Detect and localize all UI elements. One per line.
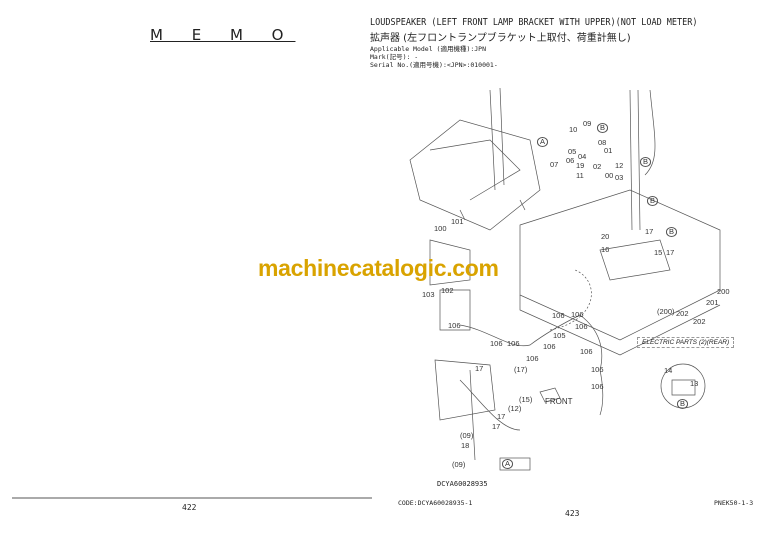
callout-B: B xyxy=(666,227,678,237)
callout-106: 106 xyxy=(448,321,461,330)
callout-A: A xyxy=(502,459,514,469)
callout-00: 00 xyxy=(605,171,614,180)
callout-05: 05 xyxy=(568,147,577,156)
serial-no: Serial No.(適用号機):<JPN>:010001- xyxy=(370,61,498,69)
part-title-jp: 拡声器 (左フロントランプブラケット上取付、荷重計無し) xyxy=(370,33,631,44)
callout-200: 200 xyxy=(717,287,730,296)
callout-106: 106 xyxy=(543,342,556,351)
callout-105: 105 xyxy=(553,331,566,340)
drawing-id: DCYA60028935 xyxy=(437,480,488,488)
callout-106: 106 xyxy=(571,310,584,319)
callout-01: 01 xyxy=(604,146,613,155)
callout-106: 106 xyxy=(575,322,588,331)
callout-202: 202 xyxy=(693,317,706,326)
callout-17: 17 xyxy=(475,364,484,373)
callout-17: 17 xyxy=(497,412,506,421)
memo-title: M E M O xyxy=(150,26,296,44)
callout-19: 19 xyxy=(576,161,585,170)
callout-201: 201 xyxy=(706,298,719,307)
callout-106: 106 xyxy=(526,354,539,363)
callout-03: 03 xyxy=(615,173,624,182)
callout-09: (09) xyxy=(452,460,466,469)
callout-B: B xyxy=(597,123,609,133)
callout-12: 12 xyxy=(615,161,624,170)
callout-18: 18 xyxy=(461,441,470,450)
callout-09: (09) xyxy=(460,431,474,440)
front-direction-label: FRONT xyxy=(545,397,573,406)
callout-106: 106 xyxy=(507,339,520,348)
left-page-number: 422 xyxy=(182,503,197,512)
callout-13: 13 xyxy=(690,379,699,388)
callout-103: 103 xyxy=(422,290,435,299)
callout-B: B xyxy=(647,196,659,206)
right-page-number: 423 xyxy=(565,509,580,518)
callout-17: 17 xyxy=(645,227,654,236)
callout-B: B xyxy=(640,157,652,167)
callout-A: A xyxy=(537,137,549,147)
callout-17: 17 xyxy=(666,248,675,257)
parts-diagram xyxy=(409,87,721,471)
callout-17: 17 xyxy=(492,422,501,431)
callout-106: 106 xyxy=(490,339,503,348)
callout-106: 106 xyxy=(591,365,604,374)
callout-12: (12) xyxy=(508,404,522,413)
callout-16: 16 xyxy=(601,245,610,254)
callout-06: 06 xyxy=(566,156,575,165)
callout-202: 202 xyxy=(676,309,689,318)
part-title-en: LOUDSPEAKER (LEFT FRONT LAMP BRACKET WIT… xyxy=(370,17,698,28)
callout-17: (17) xyxy=(514,365,528,374)
callout-100: 100 xyxy=(434,224,447,233)
callout-B: B xyxy=(677,399,689,409)
callout-04: 04 xyxy=(578,152,587,161)
mark: Mark(記号): - xyxy=(370,53,419,61)
callout-11: 11 xyxy=(576,171,584,180)
callout-08: 08 xyxy=(598,138,607,147)
callout-07: 07 xyxy=(550,160,559,169)
callout-20: 20 xyxy=(601,232,610,241)
divider xyxy=(12,497,372,499)
callout-02: 02 xyxy=(593,162,602,171)
callout-09: 09 xyxy=(583,119,592,128)
callout-102: 102 xyxy=(441,286,454,295)
catalog-reference: PNEK50-1-3 xyxy=(714,499,754,507)
callout-106: 106 xyxy=(591,382,604,391)
callout-15: 15 xyxy=(654,248,663,257)
callout-106: 106 xyxy=(552,311,565,320)
callout-15: (15) xyxy=(519,395,533,404)
callout-200: (200) xyxy=(657,307,675,316)
callout-14: 14 xyxy=(664,366,673,375)
electric-parts-reference[interactable]: ELECTRIC PARTS (2)(REAR) xyxy=(637,337,735,348)
watermark: machinecatalogic.com xyxy=(258,255,499,281)
callout-10: 10 xyxy=(569,125,578,134)
callout-101: 101 xyxy=(451,217,464,226)
code-label: CODE:DCYA60028935-1 xyxy=(398,499,473,507)
callout-106: 106 xyxy=(580,347,593,356)
applicable-model: Applicable Model (適用機種):JPN xyxy=(370,45,487,53)
